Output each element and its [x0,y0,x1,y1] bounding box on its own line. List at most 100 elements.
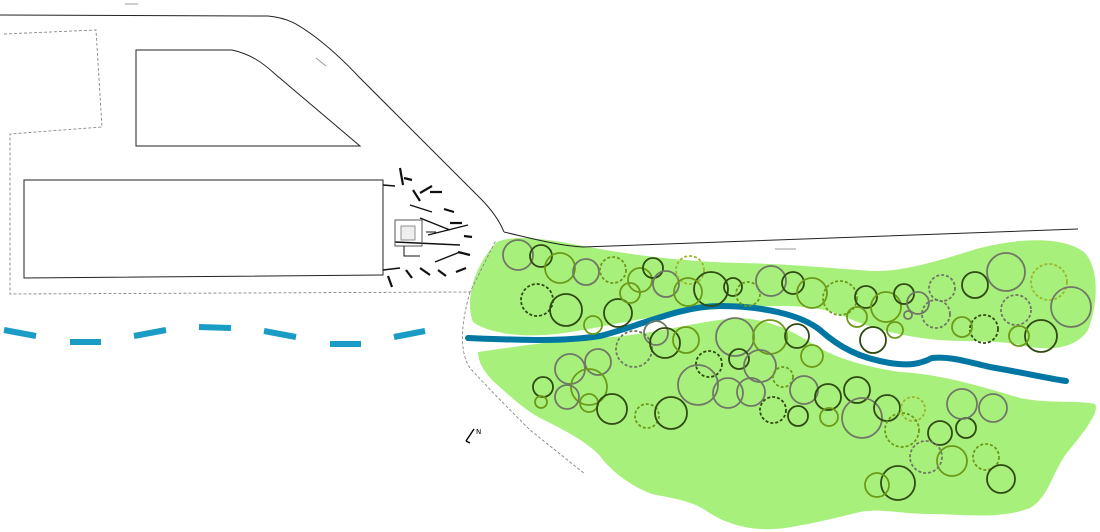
tree-canopy [800,344,824,368]
road-tick [315,57,327,67]
building-footprint [23,179,384,279]
tree-canopy [936,445,968,477]
tree-canopy [549,293,583,327]
north-arrow-icon [465,428,475,444]
courtyard-inner [400,225,416,241]
tree-canopy [728,348,750,370]
tree-canopy [715,317,755,357]
tree-canopy [583,315,603,335]
tree-canopy [781,271,805,295]
trees [502,239,1092,501]
stream-dash [133,327,167,339]
tree-canopy [735,281,761,307]
tree-canopy [909,440,943,474]
tree-canopy [986,464,1016,494]
tree-canopy [784,323,810,349]
tree-canopy [822,280,858,316]
tree-canopy [634,403,660,429]
tree-canopy [649,327,681,359]
patio-walls [386,167,473,288]
tree-canopy [712,377,744,409]
tree-canopy [921,299,951,329]
tree-canopy [893,283,915,305]
tree-canopy [654,396,688,430]
property-line-south [462,291,586,475]
tree-canopy [946,388,978,420]
tree-canopy [854,285,878,309]
tree-canopy [870,291,902,323]
tree-canopy [677,364,719,406]
tree-canopy [1030,263,1068,301]
tree-canopy [695,350,723,378]
tree-canopy [978,393,1008,423]
vegetation-area-south [478,318,1096,530]
tree-canopy [880,465,916,501]
tree-canopy [903,310,913,320]
tree-canopy [1008,325,1030,347]
stream-dash [198,324,232,331]
tree-canopy [814,383,842,411]
tree-canopy [673,277,703,307]
tree-canopy [796,277,828,309]
tree-canopy [544,252,576,284]
tree-canopy [652,270,680,298]
tree-canopy [1050,286,1092,328]
walkway-lines [382,184,469,271]
tree-canopy [961,271,989,299]
tree-canopy [787,405,809,427]
stream-west [3,324,426,347]
tree-canopy [819,407,839,427]
road-ticks [125,3,796,250]
tree-canopy [906,291,930,315]
tree-canopy [951,316,973,338]
tree-canopy [596,393,628,425]
road-lines [0,14,1079,279]
north-arrow-label: N [476,428,481,436]
north-arrow: N [465,428,481,444]
tree-canopy [884,412,920,448]
tree-canopy [619,282,641,304]
tree-canopy [886,321,904,339]
building-detail [382,167,473,288]
tree-canopy [643,320,669,346]
tree-canopy [900,396,926,422]
tree-canopy [1024,319,1058,353]
tree-canopy [570,368,608,406]
tree-canopy [986,252,1026,292]
tree-canopy [554,384,580,410]
tree-canopy [755,265,787,297]
vegetation-areas [469,238,1096,530]
stream-main [465,303,1069,384]
tree-canopy [675,255,705,285]
tree-canopy [534,395,548,409]
tree-canopy [846,306,868,328]
stream-dash [3,327,37,339]
tree-canopy [642,257,664,279]
tree-canopy [927,420,953,446]
tree-canopy [584,348,612,376]
stream-dash [393,328,426,340]
parking-island [135,49,362,147]
tree-canopy [841,397,883,439]
tree-canopy [693,271,729,307]
tree-canopy [672,326,700,354]
tree-canopy [864,472,890,498]
tree-canopy [599,256,627,284]
tree-canopy [502,239,534,271]
tree-canopy [723,277,743,297]
tree-canopy [772,366,794,388]
road-edge-right [503,228,1079,248]
tree-canopy [572,258,600,286]
tree-canopy [972,443,1000,471]
tree-canopy [843,376,871,404]
vegetation-area-north [469,238,1096,349]
property-lines [3,29,586,475]
tree-canopy [603,298,633,328]
road-edge-upper [0,14,505,233]
stream-dash [263,328,297,340]
tree-canopy [969,314,999,344]
tree-canopy [759,396,787,424]
property-line-west [3,29,497,295]
tree-canopy [859,326,887,354]
